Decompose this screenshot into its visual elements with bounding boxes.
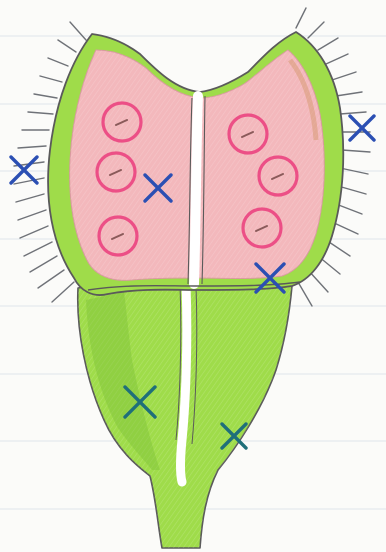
trap-midrib [194, 96, 198, 284]
blue-x-mark [11, 157, 37, 183]
trap-lobes [48, 32, 343, 295]
blue-x-mark [350, 116, 374, 140]
leaf-petiole [78, 280, 292, 549]
